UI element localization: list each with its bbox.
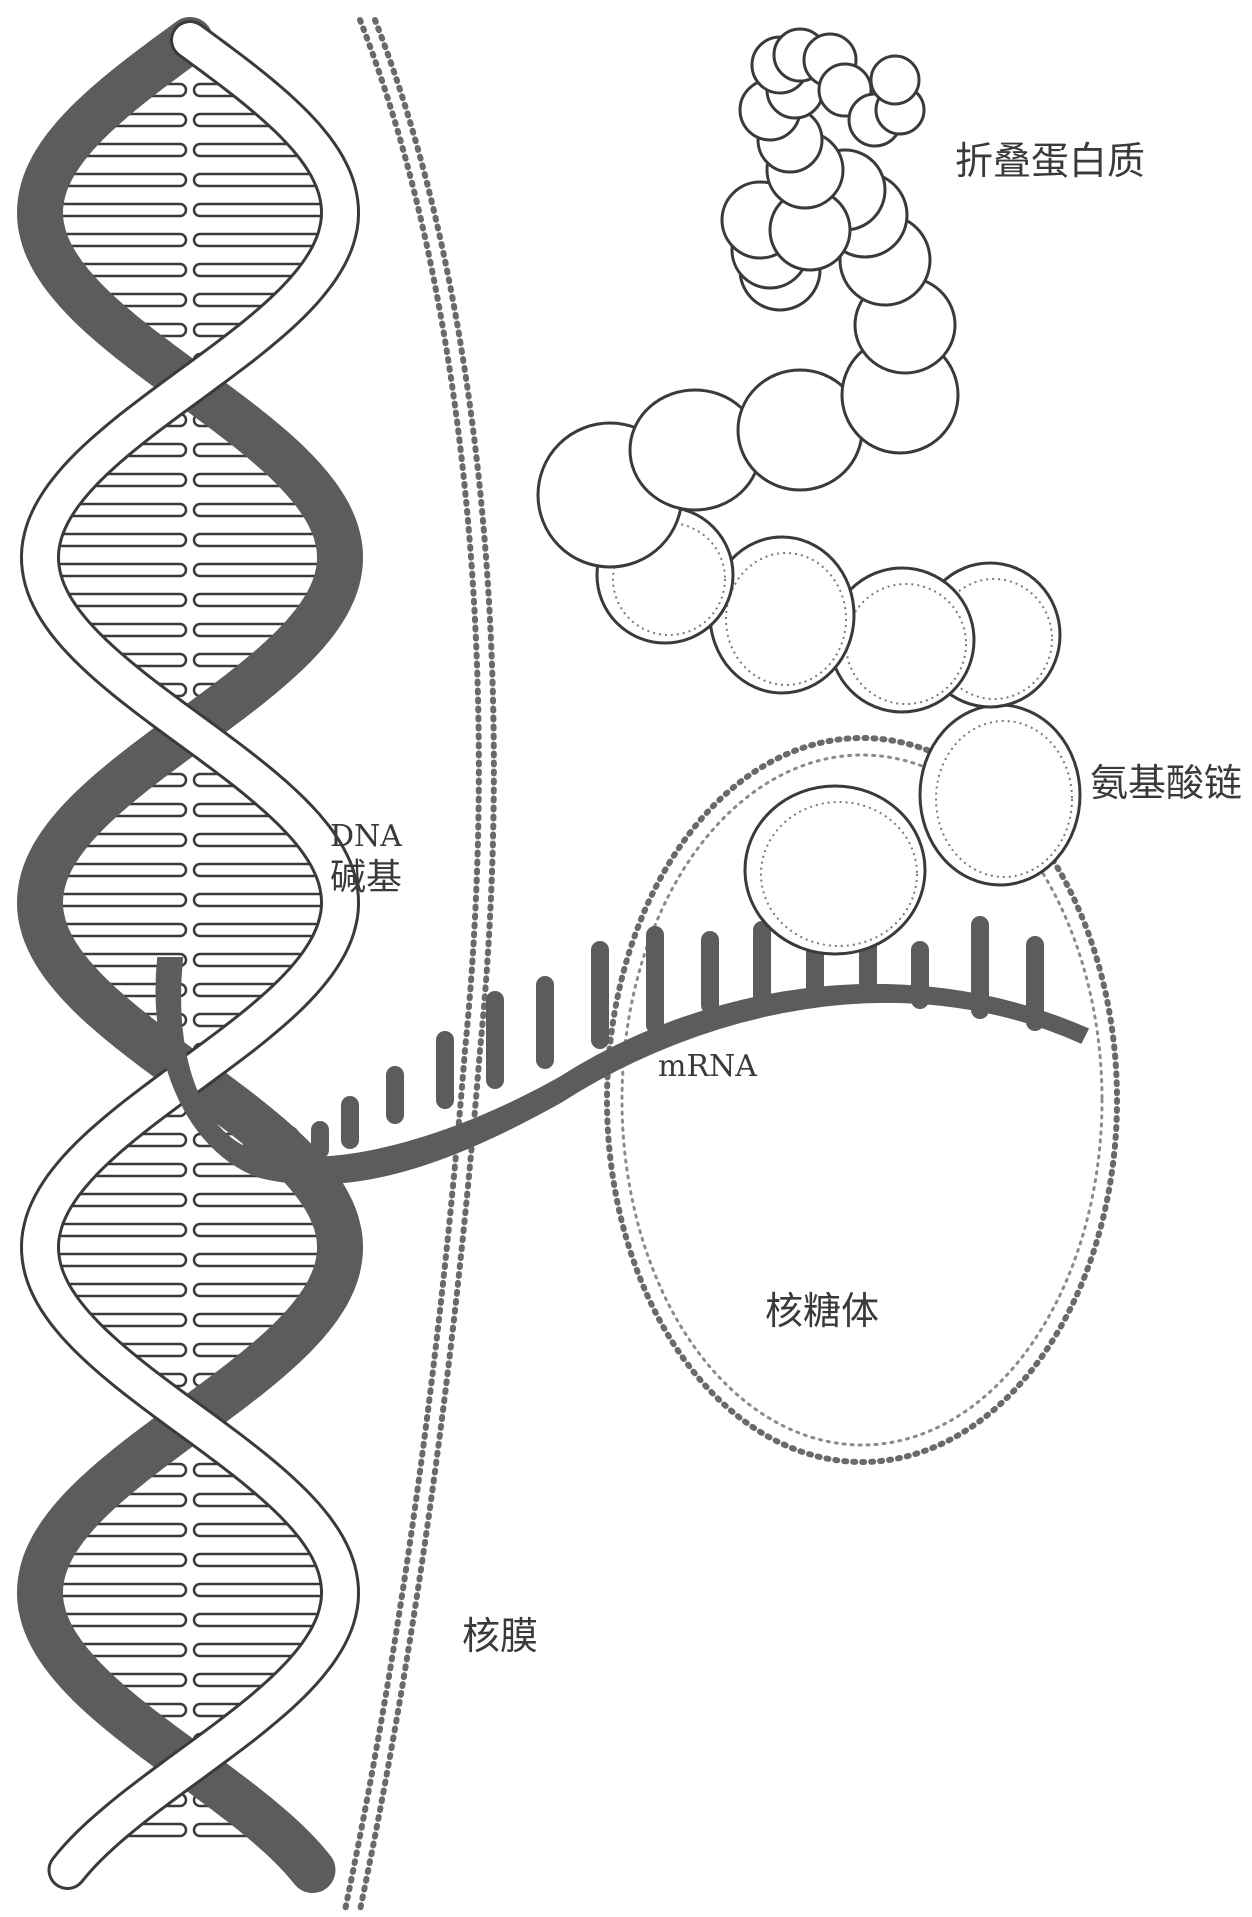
base-pair-half	[59, 234, 186, 246]
base-pair-half	[59, 924, 186, 936]
base-pair-half	[61, 1554, 186, 1566]
amino-acid	[745, 786, 925, 954]
dna-bases-label: DNA 碱基	[330, 820, 402, 898]
base-pair-half	[194, 1554, 319, 1566]
base-pair-half	[65, 1284, 186, 1296]
base-pair-half	[194, 864, 319, 876]
base-pair-half	[194, 834, 302, 846]
amino-acid-chain-label: 氨基酸链	[1090, 762, 1242, 806]
base-pair-half	[54, 204, 186, 216]
protein-residue	[871, 56, 919, 104]
base-pair-half	[194, 234, 321, 246]
dna-label: DNA	[330, 820, 402, 855]
base-pair-half	[54, 1584, 186, 1596]
base-pair-half	[194, 564, 325, 576]
base-pair-half	[194, 144, 302, 156]
base-pair-half	[68, 504, 186, 516]
base-pair-half	[194, 594, 315, 606]
dna-base-pairs	[54, 84, 326, 1836]
base-pair-half	[194, 1524, 302, 1536]
base-pair-half	[194, 534, 324, 546]
base-pair-half	[194, 924, 321, 936]
base-pair-half	[61, 174, 186, 186]
base-pair-half	[194, 1224, 324, 1236]
mrna-label: mRNA	[658, 1050, 757, 1085]
base-pair-half	[194, 174, 319, 186]
folded-protein	[722, 29, 930, 310]
base-pair-half	[61, 864, 186, 876]
base-pair-half	[68, 1194, 186, 1206]
base-pair-half	[194, 1584, 326, 1596]
base-pair-half	[194, 204, 326, 216]
base-pair-half	[54, 894, 186, 906]
base-pair-half	[65, 594, 186, 606]
amino-acid	[920, 705, 1080, 885]
base-pair-half	[194, 1284, 315, 1296]
base-pair-half	[194, 1194, 312, 1206]
base-pair-half	[56, 534, 186, 546]
base-pair-half	[55, 564, 186, 576]
base-pair-half	[59, 1614, 186, 1626]
amino-acid-chain	[538, 277, 1080, 954]
base-pair-half	[194, 954, 306, 966]
nuclear-membrane-label: 核膜	[462, 1615, 538, 1659]
ribosome-label: 核糖体	[765, 1290, 879, 1334]
base-pair-half	[194, 504, 312, 516]
base-pair-half	[55, 1254, 186, 1266]
base-pair-half	[194, 1644, 306, 1656]
folded-protein-label: 折叠蛋白质	[955, 140, 1145, 184]
base-pair-half	[194, 264, 306, 276]
bases-label: 碱基	[330, 857, 402, 898]
dna-helix	[40, 40, 340, 1870]
base-pair-half	[194, 1614, 321, 1626]
base-pair-half	[56, 1224, 186, 1236]
base-pair-half	[194, 1254, 325, 1266]
base-pair-half	[194, 894, 326, 906]
